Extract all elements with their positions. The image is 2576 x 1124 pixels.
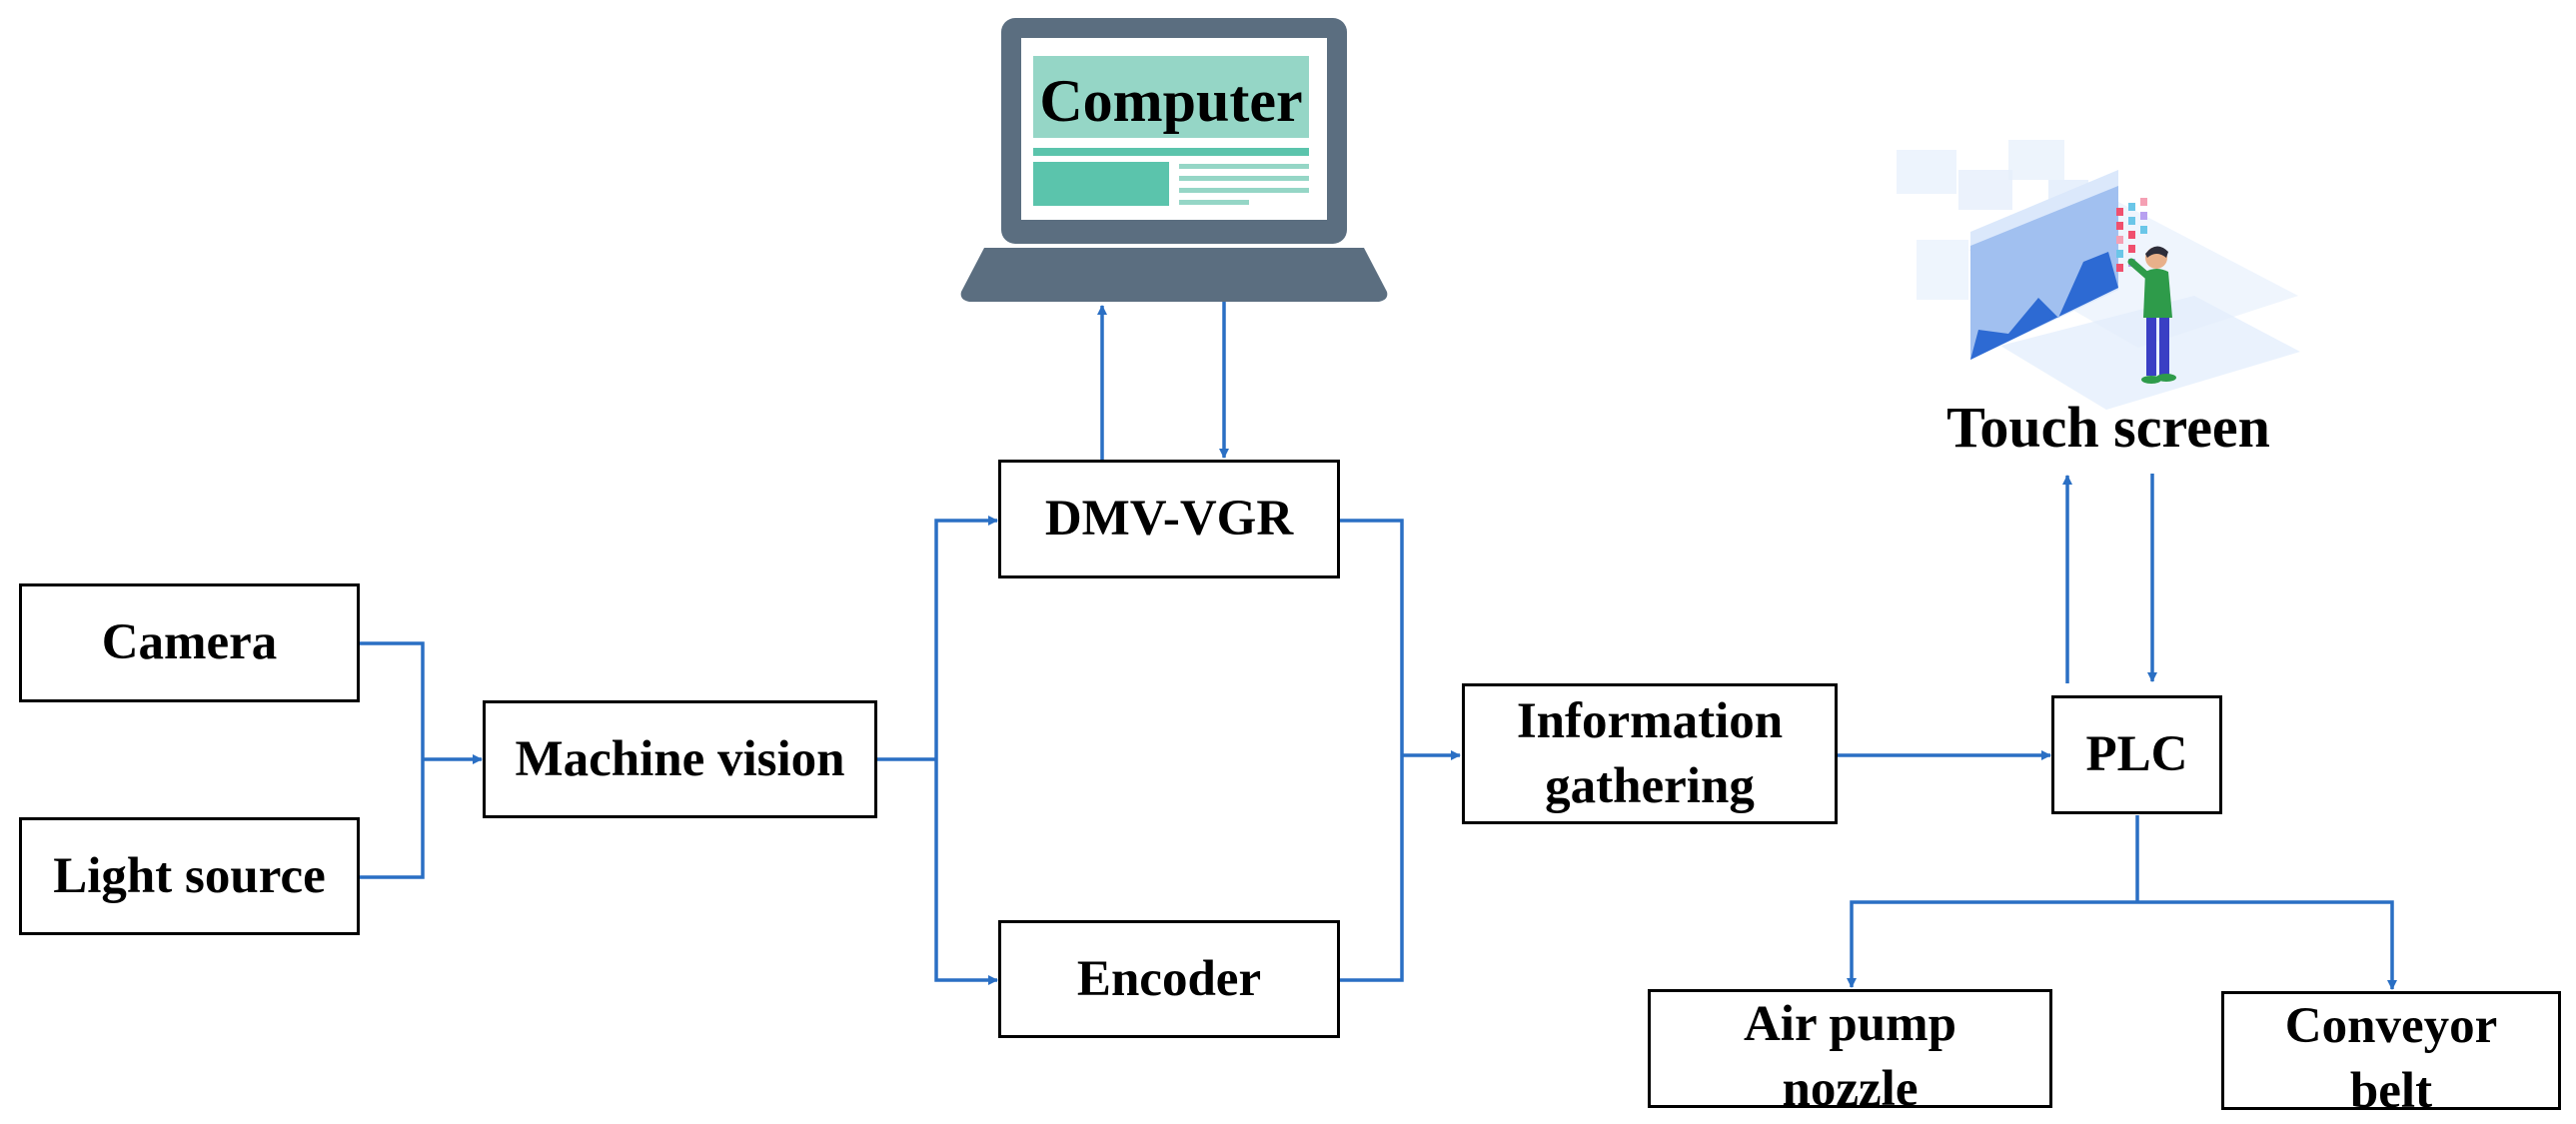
touch-screen-icon bbox=[1897, 140, 2300, 410]
information-gathering-box: Information gathering bbox=[1462, 683, 1838, 824]
arrow-to-air-pump-nozzle bbox=[1847, 900, 2137, 988]
encoder-box: Encoder bbox=[998, 920, 1340, 1038]
arrow-to-dmv-vgr bbox=[934, 516, 998, 759]
arrow-to-conveyor-belt bbox=[2137, 900, 2397, 990]
connector-dmv-vgr-out bbox=[1339, 519, 1404, 755]
connectors bbox=[358, 302, 2397, 990]
arrow-to-encoder bbox=[934, 759, 998, 985]
conveyor-belt-box: Conveyor belt bbox=[2221, 991, 2561, 1119]
dmv-vgr-box: DMV-VGR bbox=[998, 460, 1340, 578]
laptop-icon bbox=[960, 18, 1388, 302]
air-pump-nozzle-box: Air pump nozzle bbox=[1648, 989, 2052, 1117]
camera-box: Camera bbox=[19, 583, 360, 702]
computer-label: Computer bbox=[1039, 68, 1303, 134]
connector-camera bbox=[358, 641, 425, 759]
touch-screen-label: Touch screen bbox=[1946, 395, 2270, 460]
light-source-box: Light source bbox=[19, 817, 360, 935]
machine-vision-box: Machine vision bbox=[483, 700, 877, 818]
connector-encoder-out bbox=[1339, 755, 1404, 982]
connector-light-source bbox=[358, 759, 425, 879]
plc-box: PLC bbox=[2051, 695, 2222, 814]
